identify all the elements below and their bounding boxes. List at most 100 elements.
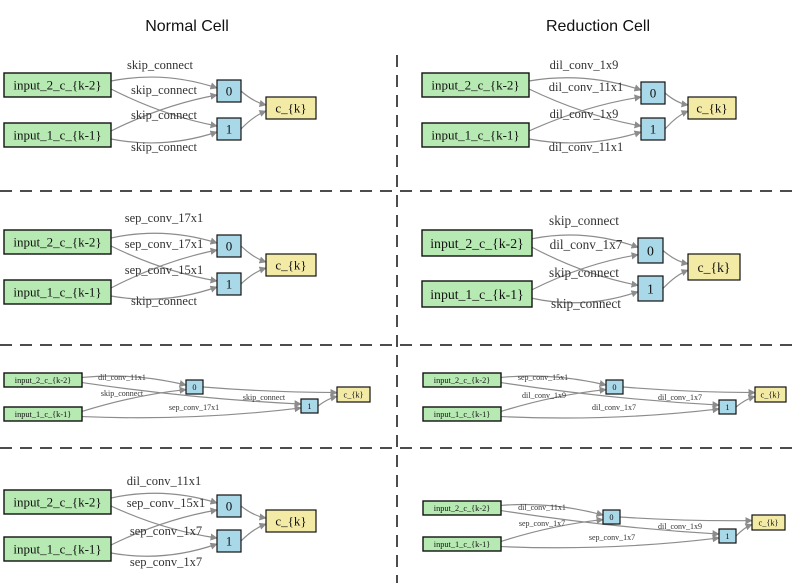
reduction-cell-header: Reduction Cell <box>546 18 650 35</box>
edge-label: dil_conv_1x7 <box>592 403 636 412</box>
edge-in1-to-node0 <box>81 386 187 413</box>
output-node-label: c_{k} <box>275 258 306 273</box>
edge-in1-to-node1 <box>110 130 218 144</box>
intermediate-node-1-label: 1 <box>226 122 233 137</box>
output-node-label: c_{k} <box>697 260 730 275</box>
input-2-node-box <box>3 229 112 255</box>
intermediate-node-1-box <box>718 528 737 544</box>
input-1-node-label: input_1_c_{k-1} <box>434 410 490 419</box>
intermediate-node-1-box <box>718 399 737 415</box>
edge-label: dil_conv_1x9 <box>522 391 566 400</box>
intermediate-node-0-label: 0 <box>226 239 233 254</box>
intermediate-node-1-box <box>637 275 664 302</box>
edge-label: skip_connect <box>243 393 286 402</box>
input-2-node-label: input_2_c_{k-2} <box>15 376 71 385</box>
edge-label: dil_conv_1x9 <box>658 522 702 531</box>
intermediate-node-1-label: 1 <box>226 277 233 292</box>
panel-normal-4: dil_conv_11x1sep_conv_15x1sep_conv_1x7se… <box>3 474 317 569</box>
edge-node1-to-output <box>240 266 267 285</box>
edge-node0-to-output <box>202 386 338 397</box>
edge-in1-to-node0 <box>110 507 218 546</box>
input-2-node-box <box>3 72 112 98</box>
input-1-node-box <box>3 406 83 422</box>
edge-in1-to-node1 <box>81 405 302 419</box>
edge-in1-to-node1 <box>528 130 642 144</box>
intermediate-node-0-box <box>185 379 204 395</box>
output-node-label: c_{k} <box>275 514 306 529</box>
edge-label: sep_conv_1x7 <box>130 555 202 569</box>
input-1-node-box <box>3 122 112 148</box>
edge-label: skip_connect <box>551 296 621 311</box>
edge-in1-to-node0 <box>110 92 218 132</box>
input-2-node-label: input_2_c_{k-2} <box>434 504 490 513</box>
input-2-node-box <box>422 500 502 516</box>
edge-in2-to-node1 <box>500 509 720 538</box>
intermediate-node-0-label: 0 <box>647 243 654 258</box>
edge-in2-to-node0 <box>531 234 639 249</box>
input-1-node-label: input_1_c_{k-1} <box>15 410 71 419</box>
input-1-node-label: input_1_c_{k-1} <box>13 542 101 557</box>
output-node-box <box>265 253 317 277</box>
input-2-node-box <box>421 229 533 257</box>
input-1-node-box <box>421 122 530 148</box>
output-node-box <box>687 96 737 120</box>
intermediate-node-0-label: 0 <box>609 513 613 522</box>
output-node-box <box>751 514 786 531</box>
intermediate-node-0-box <box>602 509 621 525</box>
panel-reduction-4: dil_conv_11x1sep_conv_1x7sep_conv_1x7dil… <box>422 500 786 552</box>
edge-in2-to-node0 <box>110 76 218 90</box>
intermediate-node-1-label: 1 <box>226 534 233 549</box>
edge-in1-to-node1 <box>500 406 720 419</box>
input-1-node-label: input_1_c_{k-1} <box>431 128 519 143</box>
edge-in2-to-node0 <box>110 492 218 505</box>
input-2-node-box <box>3 372 83 388</box>
edge-label: sep_conv_17x1 <box>169 403 219 412</box>
edge-in2-to-node1 <box>531 246 639 288</box>
output-node-box <box>336 386 371 403</box>
intermediate-node-1-label: 1 <box>725 403 729 412</box>
edge-label: skip_connect <box>131 108 197 122</box>
edge-label: dil_conv_11x1 <box>549 80 624 94</box>
input-1-node-box <box>422 536 502 552</box>
intermediate-node-1-box <box>216 117 242 141</box>
edge-label: sep_conv_1x7 <box>589 533 635 542</box>
input-1-node-label: input_1_c_{k-1} <box>430 287 524 302</box>
edge-label: sep_conv_1x7 <box>519 519 565 528</box>
input-2-node-box <box>421 72 530 98</box>
intermediate-node-0-label: 0 <box>226 499 233 514</box>
edge-node1-to-output <box>735 523 753 537</box>
intermediate-node-0-label: 0 <box>226 84 233 99</box>
input-2-node-label: input_2_c_{k-2} <box>431 78 519 93</box>
panel-normal-3: dil_conv_11x1skip_connectsep_conv_17x1sk… <box>3 372 371 422</box>
edge-in2-to-node0 <box>500 375 607 388</box>
output-node-label: c_{k} <box>344 390 364 399</box>
intermediate-node-1-box <box>216 529 242 553</box>
input-1-node-box <box>422 406 502 422</box>
panel-normal-1: skip_connectskip_connectskip_connectskip… <box>3 58 317 154</box>
input-1-node-box <box>3 536 112 562</box>
intermediate-node-0-label: 0 <box>612 383 616 392</box>
output-node-box <box>687 253 741 281</box>
output-node-label: c_{k} <box>759 518 779 527</box>
intermediate-node-0-box <box>637 237 664 264</box>
edge-label: sep_conv_15x1 <box>125 263 203 277</box>
edge-label: skip_connect <box>549 213 619 228</box>
edge-in2-to-node1 <box>110 505 218 541</box>
output-node-box <box>265 509 317 533</box>
output-node-label: c_{k} <box>275 101 306 116</box>
panel-normal-2: sep_conv_17x1sep_conv_17x1sep_conv_15x1s… <box>3 211 317 308</box>
edge-in1-to-node1 <box>531 290 639 304</box>
edge-label: dil_conv_11x1 <box>98 373 146 382</box>
edge-in1-to-node1 <box>110 285 218 300</box>
input-2-node-label: input_2_c_{k-2} <box>430 236 524 251</box>
edge-label: dil_conv_1x7 <box>550 237 623 252</box>
output-node-label: c_{k} <box>696 101 727 116</box>
output-node-label: c_{k} <box>761 390 781 399</box>
input-2-node-label: input_2_c_{k-2} <box>434 376 490 385</box>
edge-node0-to-output <box>240 505 267 521</box>
panel-reduction-1: dil_conv_1x9dil_conv_11x1dil_conv_1x9dil… <box>421 58 737 154</box>
intermediate-node-1-box <box>640 117 666 141</box>
edge-label: sep_conv_15x1 <box>518 373 568 382</box>
edge-node1-to-output <box>664 110 689 130</box>
edge-label: dil_conv_1x9 <box>550 58 619 72</box>
